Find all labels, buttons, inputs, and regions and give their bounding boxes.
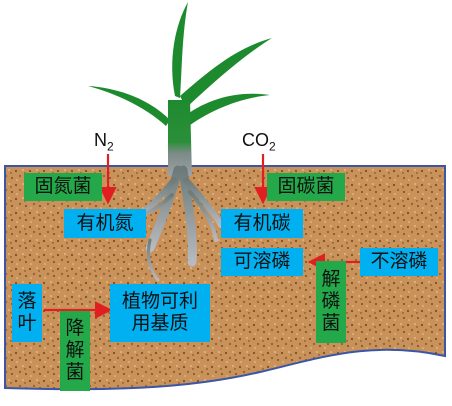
fallen-leaves-box: 落 叶: [12, 284, 42, 342]
decomp-char-1: 降: [65, 317, 85, 340]
leaves-char-2: 叶: [17, 312, 37, 334]
n2-subscript: 2: [107, 139, 114, 154]
psb-char-2: 磷: [321, 290, 341, 313]
psb-char-1: 解: [321, 268, 341, 291]
matrix-line-2: 用基质: [131, 312, 189, 334]
decomp-char-3: 菌: [65, 360, 85, 383]
organic-nitrogen-box: 有机氮: [64, 209, 146, 238]
n2-base-text: N: [94, 130, 107, 150]
insoluble-phosphorus-box: 不溶磷: [360, 248, 438, 276]
co2-base-text: CO: [242, 130, 269, 150]
root-system: [116, 165, 225, 282]
co2-subscript: 2: [269, 139, 276, 154]
organic-carbon-box: 有机碳: [221, 209, 303, 238]
soluble-phosphorus-box: 可溶磷: [221, 248, 303, 276]
co2-label: CO2: [242, 130, 276, 154]
n2-label: N2: [94, 130, 114, 154]
decomposing-bacteria-box: 降 解 菌: [60, 311, 90, 391]
plant-usable-matrix-box: 植物可利 用基质: [110, 284, 210, 342]
leaves-char-1: 落: [17, 290, 37, 313]
decomp-char-2: 解: [65, 339, 85, 362]
matrix-line-1: 植物可利: [121, 290, 198, 313]
phosphate-solubilizing-bacteria-box: 解 磷 菌: [316, 261, 346, 343]
psb-char-3: 菌: [321, 311, 341, 334]
plant-icon: [88, 2, 272, 282]
carbon-fixing-bacteria-box: 固碳菌: [267, 173, 345, 201]
nitrogen-fixing-bacteria-box: 固氮菌: [24, 173, 102, 201]
